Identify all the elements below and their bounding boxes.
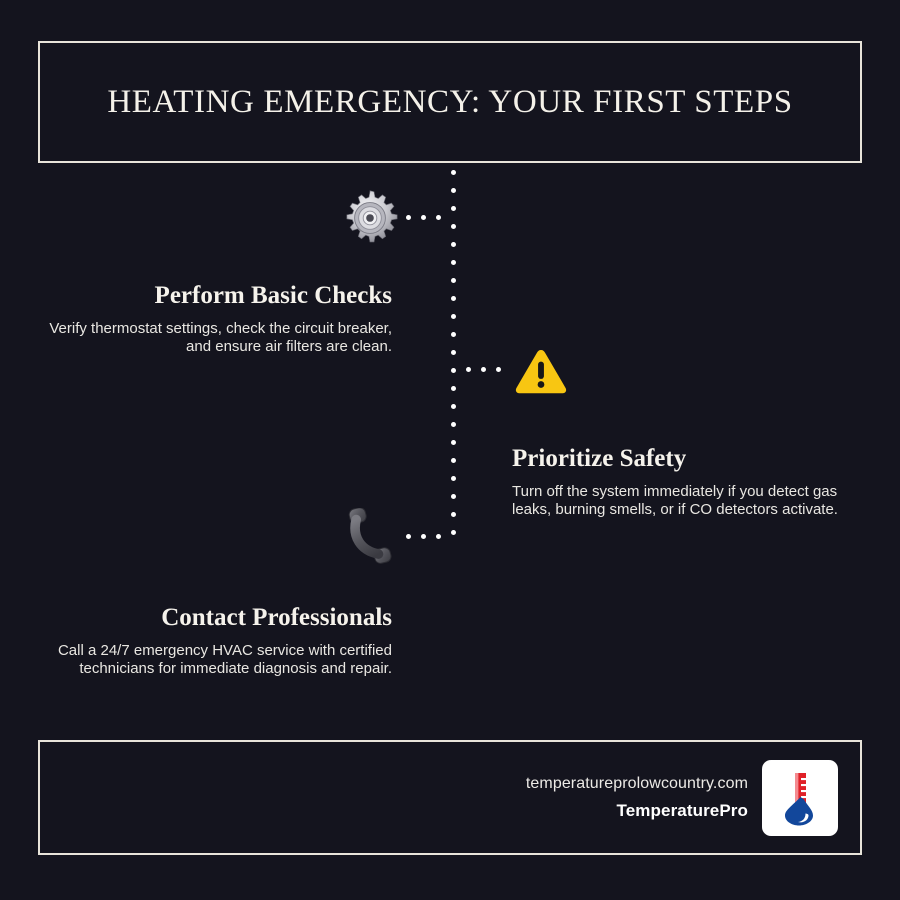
connector-dot [450, 493, 456, 499]
connector-dot [405, 533, 411, 539]
title-banner: HEATING EMERGENCY: YOUR FIRST STEPS [38, 41, 862, 163]
telephone-icon [339, 507, 401, 569]
connector-dot [435, 533, 441, 539]
connector-dot [420, 214, 426, 220]
connector-dot [480, 366, 486, 372]
connector-dot [450, 223, 456, 229]
step-block-1: Perform Basic Checks Verify thermostat s… [47, 282, 392, 357]
warning-triangle-icon [513, 347, 569, 402]
connector-dot [450, 259, 456, 265]
connector-dot [450, 529, 456, 535]
connector-dot [450, 241, 456, 247]
connector-dot [450, 475, 456, 481]
connector-dot [450, 403, 456, 409]
page-title: HEATING EMERGENCY: YOUR FIRST STEPS [107, 83, 793, 120]
connector-dot [450, 385, 456, 391]
thermometer-droplet-logo [762, 759, 838, 836]
connector-dot [450, 439, 456, 445]
connector-dot [450, 331, 456, 337]
step-heading: Perform Basic Checks [154, 282, 392, 309]
connector-dot [450, 187, 456, 193]
step-block-3: Contact Professionals Call a 24/7 emerge… [47, 604, 392, 679]
connector-dot [435, 214, 441, 220]
connector-dot [450, 205, 456, 211]
connector-dot [450, 169, 456, 175]
connector-dot [450, 277, 456, 283]
step-heading: Contact Professionals [161, 604, 392, 631]
connector-dot [450, 457, 456, 463]
connector-dot [450, 367, 456, 373]
connector-dot [450, 421, 456, 427]
connector-dot [420, 533, 426, 539]
footer-content: temperatureprolowcountry.com Temperature… [526, 759, 838, 836]
footer-banner: temperatureprolowcountry.com Temperature… [38, 740, 862, 855]
connector-dot [465, 366, 471, 372]
connector-dot [450, 511, 456, 517]
connector-dot [450, 295, 456, 301]
step-body: Turn off the system immediately if you d… [512, 482, 838, 519]
step-block-2: Prioritize Safety Turn off the system im… [512, 445, 857, 520]
footer-text-group: temperatureprolowcountry.com Temperature… [526, 775, 748, 821]
step-body: Verify thermostat settings, check the ci… [49, 319, 392, 356]
gear-icon [341, 189, 399, 252]
brand-name: TemperaturePro [616, 800, 748, 820]
connector-dot [495, 366, 501, 372]
website-url[interactable]: temperatureprolowcountry.com [525, 774, 748, 792]
connector-dot [405, 214, 411, 220]
connector-dot [450, 349, 456, 355]
step-heading: Prioritize Safety [512, 445, 687, 472]
connector-dot [450, 313, 456, 319]
step-body: Call a 24/7 emergency HVAC service with … [57, 641, 392, 678]
